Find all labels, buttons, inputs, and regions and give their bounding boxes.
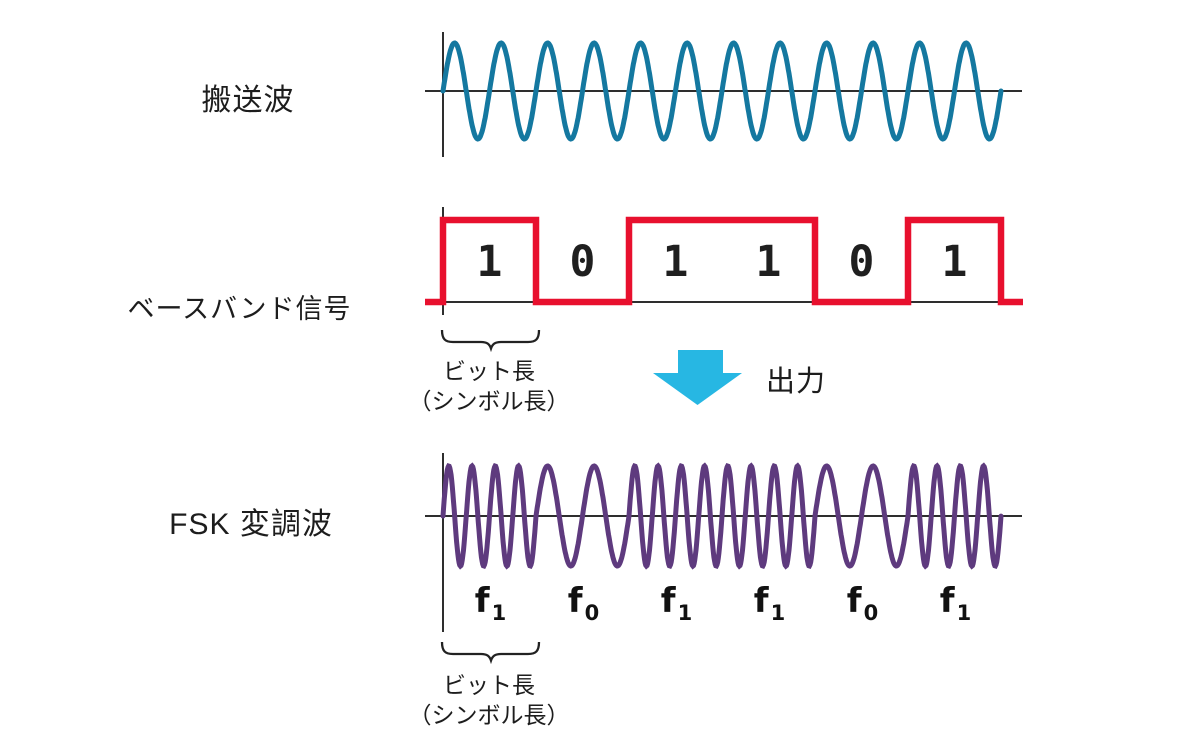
baseband-label: ベースバンド信号 [127,294,352,324]
bit-value: 1 [662,237,689,287]
bit-value: 1 [941,237,968,287]
output-label: 出力 [766,366,827,398]
fsk-waveform-plot [425,453,1022,632]
bit-value: 1 [755,237,782,287]
baseband-bits-row: 1 0 1 1 0 1 [443,237,1001,287]
bit-length-line1: ビット長 [443,672,535,698]
bit-value: 1 [476,237,503,287]
bit-length-brace-bottom [440,641,541,664]
bit-length-line1: ビット長 [443,358,535,384]
baseband-waveform-plot [425,207,1023,315]
bit-length-label-top: ビット長 （シンボル長） [389,356,589,416]
bit-length-label-bottom: ビット長 （シンボル長） [389,670,589,730]
bit-length-line2: （シンボル長） [408,388,570,414]
fsk-label: FSK 変調波 [169,508,333,541]
carrier-label: 搬送波 [201,84,295,117]
bit-value: 0 [569,237,596,287]
bit-length-brace-top [440,329,541,352]
bit-value: 0 [848,237,875,287]
bit-length-line2: （シンボル長） [408,702,570,728]
down-arrow-icon [653,350,742,405]
carrier-waveform-plot [425,32,1022,157]
